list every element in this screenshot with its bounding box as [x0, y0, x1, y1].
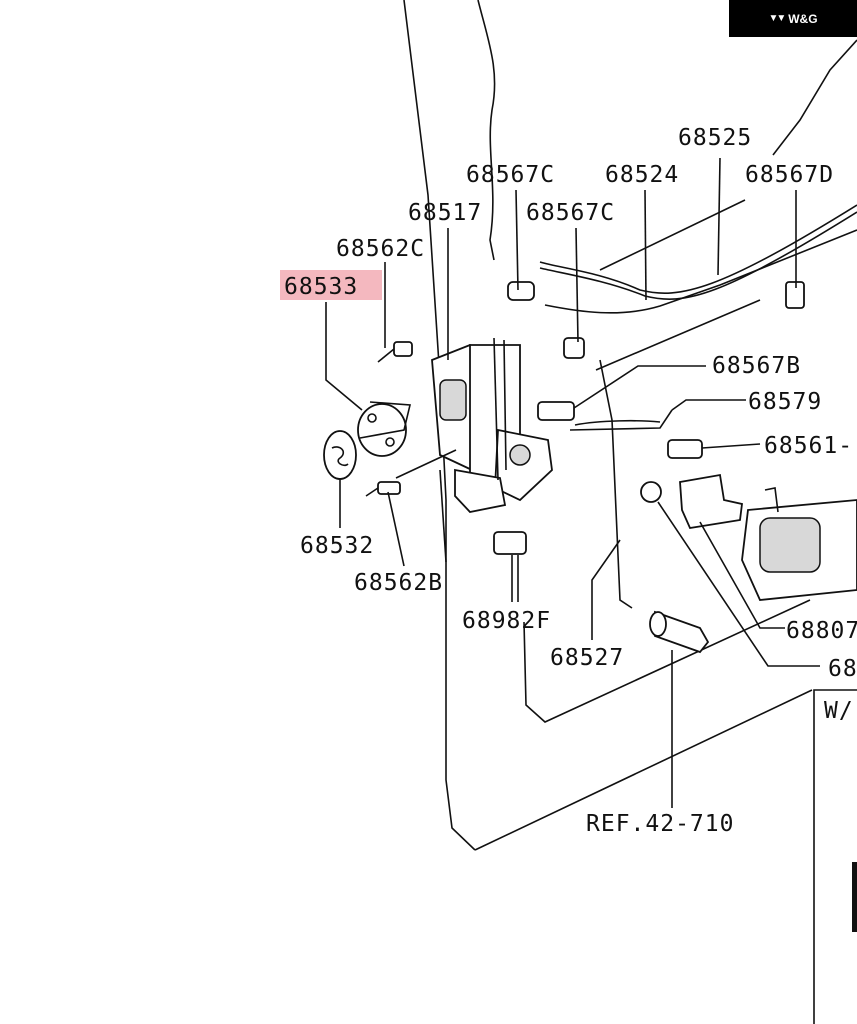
label-68567D: 68567D — [745, 162, 834, 188]
label-68532: 68532 — [300, 533, 374, 559]
part-68517-lock-assembly — [431, 337, 553, 513]
part-68982F-switch — [493, 531, 527, 555]
label-68525: 68525 — [678, 125, 752, 151]
label-ref: REF.42-710 — [586, 811, 734, 837]
cables — [539, 204, 857, 609]
brand-name: W&G — [788, 11, 818, 26]
part-68567D-clip — [785, 281, 805, 309]
label-68567B: 68567B — [712, 353, 801, 379]
leader-lines — [325, 157, 820, 808]
label-68567C-b: 68567C — [526, 200, 615, 226]
label-68561: 68561- — [764, 433, 853, 459]
inset-label: W/ — [824, 698, 854, 724]
label-68533: 68533 — [284, 274, 358, 300]
label-68562C: 68562C — [336, 236, 425, 262]
brand-badge: ▼▼ W&G — [729, 0, 857, 37]
label-68807: 68807 — [786, 618, 857, 644]
label-68527: 68527 — [550, 645, 624, 671]
part-key-cylinder — [649, 610, 710, 654]
label-68562B: 68562B — [354, 570, 443, 596]
label-68517: 68517 — [408, 200, 482, 226]
label-68579: 68579 — [748, 389, 822, 415]
part-68807-bracket — [679, 473, 743, 529]
part-68567C-clip-b — [563, 337, 585, 359]
part-grommet — [640, 481, 662, 503]
label-688: 68 — [828, 656, 857, 682]
part-68532-gasket — [323, 430, 357, 480]
label-68567C-a: 68567C — [466, 162, 555, 188]
brand-logo-icon: ▼▼ — [768, 13, 786, 24]
part-68561-clip — [667, 439, 703, 459]
part-68567B-clip — [537, 401, 575, 421]
label-68982F: 68982F — [462, 608, 551, 634]
inset-box: W/ — [813, 689, 857, 1024]
label-68524: 68524 — [605, 162, 679, 188]
part-68567C-clip-a — [507, 281, 535, 301]
part-68562C-bolt — [377, 341, 413, 363]
part-68562B-bolt — [365, 481, 401, 497]
door-outline — [403, 0, 857, 851]
part-labels: 68525 68567C 68524 68567D 68517 68567C 6… — [284, 125, 857, 837]
part-68533-plate — [357, 401, 411, 457]
part-inside-handle — [741, 487, 857, 601]
highlight-68533 — [280, 270, 382, 300]
